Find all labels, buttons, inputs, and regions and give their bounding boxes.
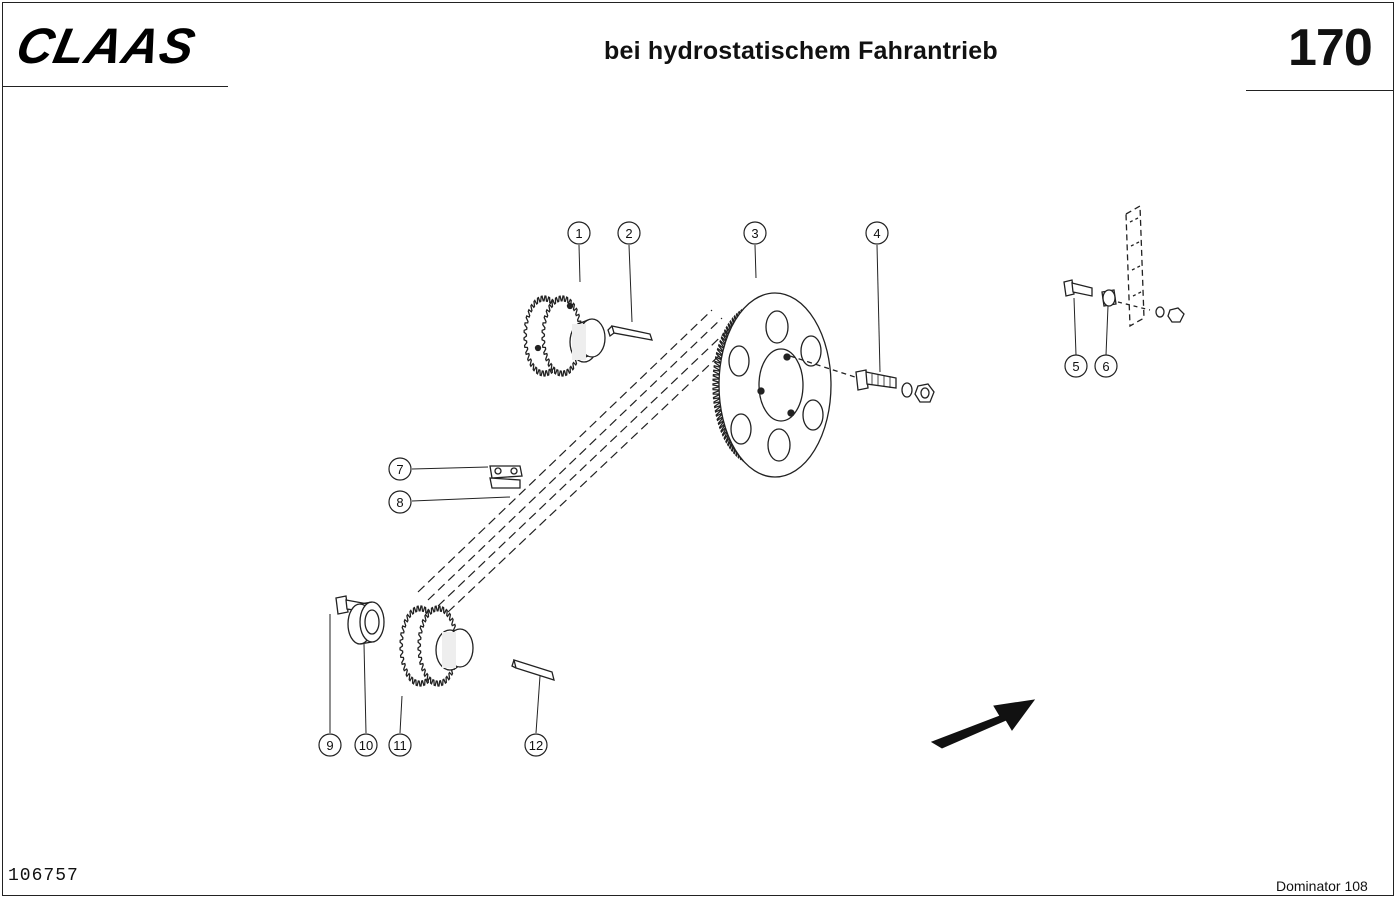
callout-11: 11	[388, 733, 412, 757]
callout-8: 8	[388, 490, 412, 514]
page-title: bei hydrostatischem Fahrantrieb	[604, 37, 998, 65]
svg-text:6: 6	[1102, 359, 1109, 374]
svg-text:5: 5	[1072, 359, 1079, 374]
svg-text:2: 2	[625, 226, 632, 241]
claas-logo: CLAAS	[12, 18, 201, 72]
key-upper	[607, 325, 653, 341]
svg-text:11: 11	[393, 738, 407, 753]
bolt-washer-nut	[855, 369, 935, 403]
svg-text:CLAAS: CLAAS	[12, 18, 201, 72]
chain	[417, 309, 743, 613]
page-number: 170	[1288, 19, 1373, 77]
callout-1: 1	[567, 221, 591, 245]
key-lower	[511, 659, 555, 681]
callout-9: 9	[318, 733, 342, 757]
header-rule-left	[2, 86, 228, 87]
svg-text:9: 9	[326, 738, 333, 753]
svg-text:3: 3	[751, 226, 758, 241]
callout-3: 3	[743, 221, 767, 245]
lower-sprocket	[399, 605, 474, 687]
upper-sprocket	[523, 295, 606, 377]
drawing-number: 106757	[8, 866, 79, 886]
svg-text:4: 4	[873, 226, 880, 241]
callout-10: 10	[354, 733, 378, 757]
callout-5: 5	[1064, 354, 1088, 378]
callout-12: 12	[524, 733, 548, 757]
leader-lines	[329, 244, 1109, 734]
callout-6: 6	[1094, 354, 1118, 378]
svg-text:12: 12	[529, 738, 543, 753]
bushing	[347, 601, 385, 645]
svg-text:1: 1	[575, 226, 582, 241]
mounting-bracket	[1063, 204, 1185, 328]
machine-model: Dominator 108	[1276, 878, 1368, 894]
svg-text:10: 10	[359, 738, 373, 753]
connecting-link	[489, 465, 523, 489]
header-rule-right	[1246, 90, 1394, 91]
svg-text:8: 8	[396, 495, 403, 510]
large-sprocket	[712, 292, 832, 478]
svg-text:7: 7	[396, 462, 403, 477]
direction-arrow-icon	[930, 699, 1036, 749]
callout-4: 4	[865, 221, 889, 245]
callout-2: 2	[617, 221, 641, 245]
callout-7: 7	[388, 457, 412, 481]
